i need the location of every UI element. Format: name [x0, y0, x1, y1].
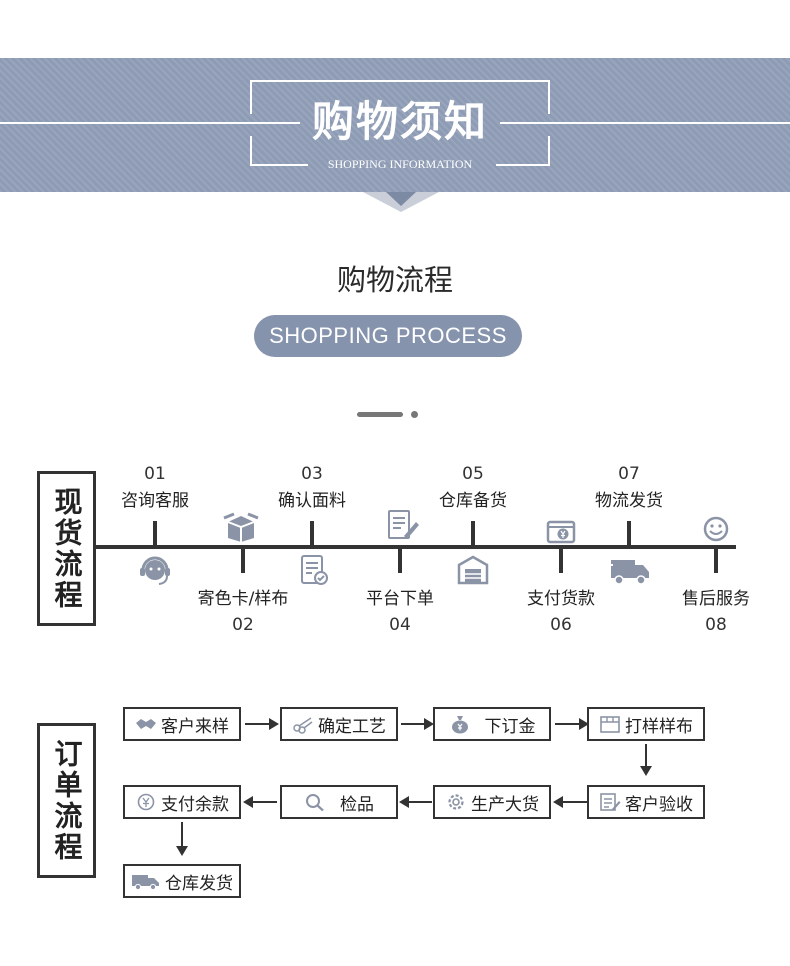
step-02-text: 寄色卡/样布	[197, 589, 289, 609]
checklist-icon	[294, 553, 332, 587]
yen-coin-icon	[135, 792, 157, 812]
document-sign-icon	[599, 792, 621, 812]
order-step-inspection: 检品	[280, 785, 398, 819]
order-step-customer-sample: 客户来样	[123, 707, 241, 741]
banner-frame-bottom-left	[250, 164, 308, 166]
banner-title: 购物须知	[311, 97, 488, 146]
order-step-text: 客户来样	[161, 716, 229, 737]
banner-frame-top	[250, 80, 550, 82]
warehouse-icon	[454, 552, 492, 586]
step-04-text: 平台下单	[366, 589, 434, 609]
banner-frame-bottom-right	[496, 164, 550, 166]
step-08-number: 08	[705, 615, 727, 635]
timeline-tick-03	[310, 521, 314, 547]
box-icon	[599, 714, 621, 734]
step-08-text: 售后服务	[682, 589, 750, 609]
timeline-tick-02	[241, 547, 245, 573]
banner-rule-right	[500, 122, 790, 124]
step-06-text: 支付货款	[527, 589, 595, 609]
order-step-text: 检品	[340, 794, 374, 815]
handshake-icon	[135, 714, 157, 734]
step-03-text: 确认面料	[278, 491, 346, 511]
order-step-text: 支付余款	[161, 794, 229, 815]
order-process-label-box: 订单流程	[37, 723, 96, 878]
order-step-confirm-process: 确定工艺	[280, 707, 398, 741]
delivery-truck-icon	[131, 871, 161, 891]
divider-bar	[357, 412, 403, 417]
timeline-tick-05	[471, 521, 475, 547]
arrow-left	[553, 796, 587, 808]
order-step-final-payment: 支付余款	[123, 785, 241, 819]
order-step-text: 下订金	[484, 716, 536, 737]
timeline-tick-04	[398, 547, 402, 573]
arrow-left	[243, 796, 277, 808]
timeline-tick-06	[559, 547, 563, 573]
banner-rule-left	[0, 122, 300, 124]
section-pill: SHOPPING PROCESS	[254, 315, 522, 357]
headset-icon	[136, 553, 174, 587]
banner-subtitle: SHOPPING INFORMATION	[327, 157, 473, 171]
order-step-sample-fabric: 打样样布	[587, 707, 705, 741]
order-step-text: 客户验收	[625, 794, 693, 815]
step-05-text: 仓库备货	[439, 491, 507, 511]
timeline-tick-07	[627, 521, 631, 547]
order-process-label: 订单流程	[50, 738, 84, 863]
banner-down-arrow-inner	[386, 192, 416, 206]
step-07-text: 物流发货	[595, 491, 663, 511]
gear-icon	[445, 792, 467, 812]
banner-frame-left-upper	[250, 80, 252, 114]
arrow-down	[640, 744, 652, 776]
arrow-left	[399, 796, 432, 808]
search-icon	[304, 792, 326, 812]
divider-dot	[411, 411, 418, 418]
order-step-customer-acceptance: 客户验收	[587, 785, 705, 819]
timeline-tick-01	[153, 521, 157, 547]
banner-frame-right-upper	[548, 80, 550, 114]
order-step-text: 仓库发货	[165, 873, 233, 894]
step-06-number: 06	[550, 615, 572, 635]
order-step-warehouse-shipping: 仓库发货	[123, 864, 241, 898]
step-07-number: 07	[618, 464, 640, 484]
step-01-text: 咨询客服	[121, 491, 189, 511]
scissors-icon	[292, 714, 314, 734]
stock-process-label: 现货流程	[50, 486, 84, 611]
arrow-right	[555, 718, 589, 730]
order-step-text: 确定工艺	[318, 716, 386, 737]
smiley-icon	[697, 512, 735, 546]
step-04-number: 04	[389, 615, 411, 635]
wallet-yen-icon	[542, 514, 580, 548]
step-03-number: 03	[301, 464, 323, 484]
step-05-number: 05	[462, 464, 484, 484]
order-step-deposit: 下订金	[433, 707, 551, 741]
section-title: 购物流程	[336, 263, 453, 297]
order-step-text: 生产大货	[471, 794, 539, 815]
banner-frame-left-lower	[250, 136, 252, 166]
arrow-right	[401, 718, 434, 730]
step-01-number: 01	[144, 464, 166, 484]
order-step-text: 打样样布	[625, 716, 693, 737]
arrow-right	[245, 718, 279, 730]
timeline-tick-08	[714, 547, 718, 573]
money-bag-icon	[449, 714, 471, 734]
arrow-down	[176, 822, 188, 856]
order-step-mass-production: 生产大货	[433, 785, 551, 819]
step-02-number: 02	[232, 615, 254, 635]
package-icon	[222, 510, 260, 544]
timeline-line	[94, 545, 736, 549]
banner: 购物须知 SHOPPING INFORMATION	[0, 58, 790, 192]
truck-icon	[607, 553, 653, 587]
edit-form-icon	[382, 508, 420, 542]
banner-frame-right-lower	[548, 136, 550, 166]
